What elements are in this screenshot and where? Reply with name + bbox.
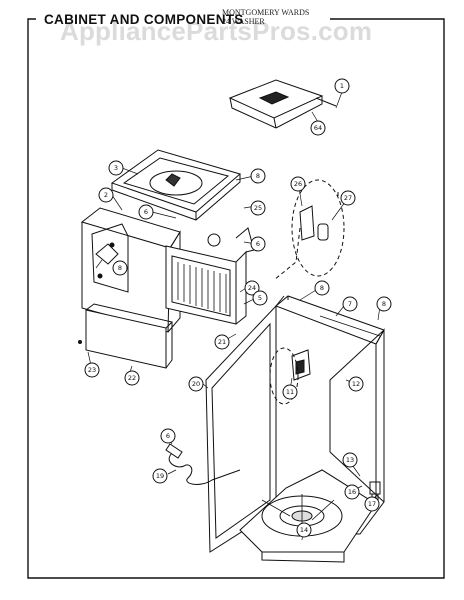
callout-19: 19 — [156, 472, 164, 480]
callout-8-cabinet: 8 — [320, 284, 324, 292]
callout-25: 25 — [254, 204, 262, 212]
callout-20: 20 — [192, 380, 200, 388]
callout-11: 11 — [286, 388, 294, 396]
callout-6-cord: 6 — [166, 432, 170, 440]
callout-22: 22 — [128, 374, 136, 382]
callout-64: 64 — [314, 124, 322, 132]
subtitle-line-1: MONTGOMERY WARDS — [222, 8, 310, 17]
detail-loop — [269, 347, 299, 405]
toe-plate-part — [78, 303, 173, 369]
callout-2: 2 — [104, 191, 108, 199]
callout-8-top: 8 — [256, 172, 260, 180]
callout-16: 16 — [348, 488, 356, 496]
subtitle-line-2: 24 WASHER — [222, 17, 265, 26]
callout-3: 3 — [114, 164, 118, 172]
callout-labels: 1 64 3 8 2 6 25 8 6 26 27 24 5 8 7 8 21 … — [88, 82, 386, 534]
callout-24: 24 — [248, 284, 256, 292]
callout-5: 5 — [258, 294, 262, 302]
callout-1: 1 — [340, 82, 344, 90]
callout-8-door: 8 — [118, 264, 122, 272]
callout-17: 17 — [368, 500, 376, 508]
callout-27: 27 — [344, 194, 352, 202]
detail-circle — [273, 179, 345, 281]
page-title: CABINET AND COMPONENTS — [44, 12, 244, 27]
callout-8-right: 8 — [382, 300, 386, 308]
callout-6-top: 6 — [144, 208, 148, 216]
top-cover-part — [110, 149, 242, 221]
callout-7: 7 — [348, 300, 352, 308]
callout-12: 12 — [352, 380, 360, 388]
callout-13: 13 — [346, 456, 354, 464]
watermark: AppliancePartsPros.com — [60, 16, 373, 46]
louvered-panel-part — [165, 227, 255, 325]
callout-circles — [84, 78, 392, 538]
callout-21: 21 — [218, 338, 226, 346]
callout-14: 14 — [300, 526, 308, 534]
callout-26: 26 — [294, 180, 302, 188]
callout-23: 23 — [88, 366, 96, 374]
power-cord-part — [165, 443, 241, 485]
callout-6-side: 6 — [256, 240, 260, 248]
subtitle: MONTGOMERY WARDS 24 WASHER — [222, 8, 309, 26]
control-console-part — [228, 79, 337, 129]
